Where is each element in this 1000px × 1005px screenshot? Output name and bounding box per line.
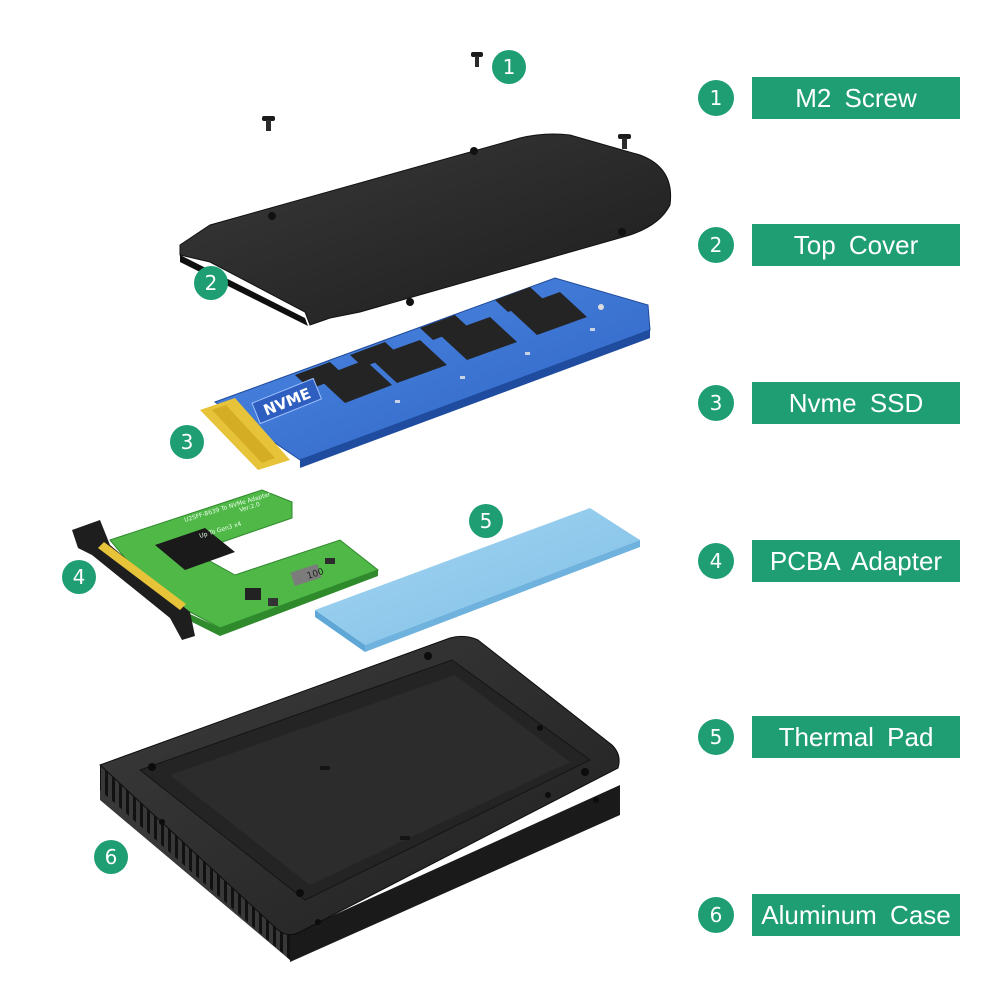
callout-badge-1: 1 (492, 50, 526, 84)
pcba-adapter: 100 U2SFF-8639 To NVMe Adapter Ver:2.0 U… (72, 489, 380, 640)
legend-number: 3 (698, 385, 734, 421)
callout-badge-6: 6 (94, 840, 128, 874)
callout-number: 6 (105, 845, 118, 869)
legend-number: 2 (698, 227, 734, 263)
legend-label: Nvme SSD (752, 382, 960, 424)
legend-item-aluminum-case: 6 Aluminum Case (698, 894, 960, 936)
callout-badge-5: 5 (469, 504, 503, 538)
legend-item-thermal-pad: 5 Thermal Pad (698, 716, 960, 758)
legend-number: 6 (698, 897, 734, 933)
callout-badge-3: 3 (170, 425, 204, 459)
legend-item-pcba-adapter: 4 PCBA Adapter (698, 540, 960, 582)
legend-number: 4 (698, 543, 734, 579)
legend-number: 5 (698, 719, 734, 755)
legend-item-top-cover: 2 Top Cover (698, 224, 960, 266)
callout-number: 1 (503, 55, 516, 79)
screw-icon (618, 134, 631, 149)
nvme-ssd: NVME (200, 277, 651, 470)
screw-icon (262, 116, 275, 131)
callout-number: 5 (480, 509, 493, 533)
legend-label: M2 Screw (752, 77, 960, 119)
legend-item-m2-screw: 1 M2 Screw (698, 77, 960, 119)
callout-badge-4: 4 (62, 560, 96, 594)
legend-item-nvme-ssd: 3 Nvme SSD (698, 382, 960, 424)
callout-number: 3 (181, 430, 194, 454)
legend-number: 1 (698, 80, 734, 116)
aluminum-case (99, 635, 620, 962)
legend-label: Top Cover (752, 224, 960, 266)
callout-number: 2 (205, 271, 218, 295)
legend-label: PCBA Adapter (752, 540, 960, 582)
legend-label: Thermal Pad (752, 716, 960, 758)
legend-label: Aluminum Case (752, 894, 960, 936)
callout-number: 4 (73, 565, 86, 589)
diagram-callouts: 1 2 3 4 5 6 (62, 50, 526, 874)
screw-icon (471, 52, 483, 67)
thermal-pad (315, 508, 640, 652)
callout-badge-2: 2 (194, 266, 228, 300)
